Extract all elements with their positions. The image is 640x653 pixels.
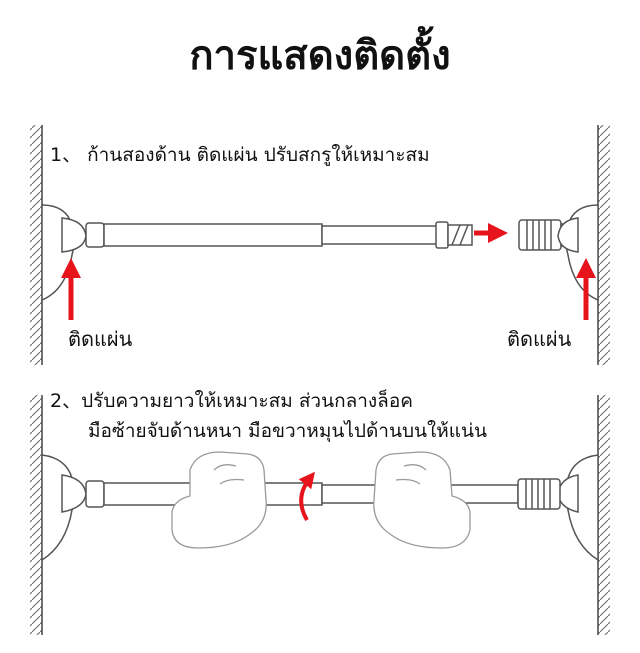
step1-instruction: 1、 ก้านสองด้าน ติดแผ่น ปรับสกรูให้เหมาะส… <box>50 144 430 166</box>
rotate-arrow-icon <box>298 471 315 522</box>
label-attach-left: ติดแผ่น <box>68 327 133 351</box>
suction-cup-icon <box>41 454 87 562</box>
step1-diagram <box>30 125 610 365</box>
page-title: การแสดงติดตั้ง <box>189 33 451 79</box>
wall-right-hatch-1 <box>597 125 610 365</box>
wall-right-hatch-2 <box>597 395 610 635</box>
step2-diagram <box>30 395 610 635</box>
wall-left-hatch-1 <box>30 125 43 365</box>
hand-icon-left <box>171 451 267 549</box>
suction-cup-icon <box>41 204 87 302</box>
suction-cup-icon <box>557 204 599 302</box>
step2-line1: 2、ปรับความยาวให้เหมาะสม ส่วนกลางล็อค <box>50 390 413 412</box>
step2-line2: มือซ้ายจับด้านหนา มือขวาหมุนไปด้านบนให้แ… <box>88 420 488 442</box>
suction-cup-icon <box>557 454 599 562</box>
hand-icon-right <box>373 451 471 549</box>
step2-instruction: 2、ปรับความยาวให้เหมาะสม ส่วนกลางล็อค มือ… <box>50 386 487 446</box>
rod-extended <box>85 478 561 510</box>
wall-left-hatch-2 <box>30 395 43 635</box>
label-attach-right: ติดแผ่น <box>507 327 572 351</box>
rod-main <box>85 221 473 249</box>
